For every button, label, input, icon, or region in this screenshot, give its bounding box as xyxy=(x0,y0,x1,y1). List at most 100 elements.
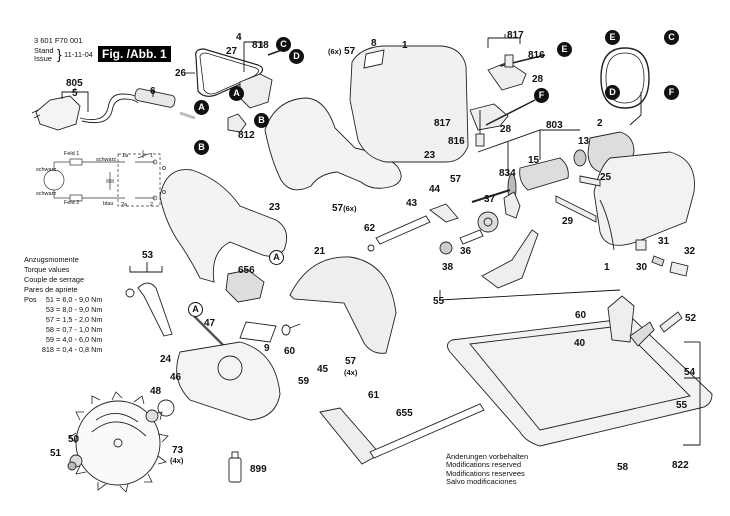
part-label-28: 28 xyxy=(500,124,512,135)
field-1-label: Feld 1 xyxy=(64,151,80,157)
part-label-44: 44 xyxy=(429,184,441,195)
part-label-812: 812 xyxy=(238,130,255,141)
part-label-816: 816 xyxy=(448,136,465,147)
torque-row: 59 = 4,0 - 6,0 Nm xyxy=(24,335,103,345)
torque-pos: 59 xyxy=(45,335,54,344)
connector-marker-c: C xyxy=(664,30,679,45)
terminal-1a: 1a xyxy=(122,153,129,159)
part-label-24: 24 xyxy=(160,354,172,365)
torque-row: 53 = 8,0 - 9,0 Nm xyxy=(24,305,103,315)
pos-label: Pos xyxy=(24,295,37,304)
torque-pos: 818 xyxy=(41,345,54,354)
part-label-57: 57 xyxy=(345,356,357,367)
part-label-36: 36 xyxy=(460,246,472,257)
torque-value: = 0,4 - 0,8 Nm xyxy=(56,345,103,354)
part-label-73: 73 xyxy=(172,445,184,456)
torque-title-de: Anzugsmomente xyxy=(24,255,79,264)
connector-marker-f: F xyxy=(664,85,679,100)
torque-value: = 4,0 - 6,0 Nm xyxy=(56,335,103,344)
part-label-23: 23 xyxy=(269,202,281,213)
torque-title-en: Torque values xyxy=(24,265,70,274)
part-label-52: 52 xyxy=(685,313,697,324)
quantity: (4x) xyxy=(170,456,184,465)
part-label-817: 817 xyxy=(507,30,524,41)
torque-value: = 0,7 - 1,0 Nm xyxy=(56,325,103,334)
part-label-45: 45 xyxy=(317,364,329,375)
notice-de: Änderungen vorbehalten xyxy=(446,452,529,461)
torque-values-table: Anzugsmomente Torque values Couple de se… xyxy=(24,255,102,355)
figure-label: Fig. /Abb. 1 xyxy=(98,46,171,62)
part-number: 57 xyxy=(344,46,356,57)
connector-marker-c: C xyxy=(276,37,291,52)
connector-marker-f: F xyxy=(534,88,549,103)
part-label-43: 43 xyxy=(406,198,418,209)
part-label-8: 8 xyxy=(371,38,377,49)
part-label-40: 40 xyxy=(574,338,586,349)
part-label-57-qty: (4x) xyxy=(344,367,357,378)
part-label-38: 38 xyxy=(442,262,454,273)
torque-value: = 6,0 - 9,0 Nm xyxy=(56,295,103,304)
torque-row: 818 = 0,4 - 0,8 Nm xyxy=(24,345,103,355)
notice-en: Modifications reserved xyxy=(446,460,522,470)
connector-marker-b: B xyxy=(194,140,209,155)
part-label-5: 5 xyxy=(72,88,78,99)
part-label-2: 2 xyxy=(597,118,603,129)
part-label-25: 25 xyxy=(600,172,612,183)
part-label-834: 834 xyxy=(499,168,516,179)
connector-marker-d: D xyxy=(289,49,304,64)
part-label-60: 60 xyxy=(575,310,587,321)
part-label-15: 15 xyxy=(528,155,540,166)
part-label-31: 31 xyxy=(658,236,670,247)
part-label-29: 29 xyxy=(562,216,574,227)
field-2-label: Feld 2 xyxy=(64,200,80,206)
part-label-28: 28 xyxy=(532,74,544,85)
part-label-1: 1 xyxy=(604,262,610,273)
part-label-50: 50 xyxy=(68,434,80,445)
part-label-899: 899 xyxy=(250,464,267,475)
torque-pos: 51 xyxy=(45,295,54,304)
part-label-57: 57 xyxy=(450,174,462,185)
part-label-32: 32 xyxy=(684,246,696,257)
wire-black-label: schwarz xyxy=(96,157,117,163)
part-label-57: (6x) 57 xyxy=(328,46,355,57)
quantity: (4x) xyxy=(344,368,358,377)
torque-value: = 1,5 - 2,0 Nm xyxy=(56,315,103,324)
part-label-51: 51 xyxy=(50,448,62,459)
part-number: 3 601 F70 001 xyxy=(34,36,83,45)
issue-label: Issue xyxy=(34,54,52,63)
modifications-notice: Änderungen vorbehalten Modifications res… xyxy=(446,452,529,487)
part-label-73-qty: (4x) xyxy=(170,455,183,466)
part-label-60: 60 xyxy=(284,346,296,357)
part-label-818: 818 xyxy=(252,40,269,51)
brace: } xyxy=(57,46,62,62)
wire-black-label: schwarz xyxy=(36,191,57,197)
stand-label: Stand xyxy=(34,46,54,55)
part-label-13: 13 xyxy=(578,136,590,147)
part-number: 57 xyxy=(332,203,344,214)
part-label-59: 59 xyxy=(298,376,310,387)
connector-marker-e: E xyxy=(605,30,620,45)
part-label-9: 9 xyxy=(264,343,270,354)
part-label-53: 53 xyxy=(142,250,154,261)
quantity: (6x) xyxy=(328,47,342,56)
notice-es: Salvo modificaciones xyxy=(446,477,517,487)
reference-marker-a: A xyxy=(188,302,203,317)
torque-row: 58 = 0,7 - 1,0 Nm xyxy=(24,325,103,335)
quantity: (6x) xyxy=(343,204,357,213)
connector-marker-d: D xyxy=(605,85,620,100)
torque-value: = 8,0 - 9,0 Nm xyxy=(56,305,103,314)
part-label-655: 655 xyxy=(396,408,413,419)
issue-date: 11-11-04 xyxy=(64,50,93,59)
part-label-656: 656 xyxy=(238,265,255,276)
part-label-1: 1 xyxy=(402,40,408,51)
torque-pos: 57 xyxy=(45,315,54,324)
terminal-1: 1 xyxy=(150,153,154,159)
part-label-21: 21 xyxy=(314,246,326,257)
part-label-57: 57(6x) xyxy=(332,203,356,214)
part-label-26: 26 xyxy=(175,68,187,79)
terminal-2a: 2a xyxy=(121,202,128,208)
part-label-30: 30 xyxy=(636,262,648,273)
part-label-46: 46 xyxy=(170,372,182,383)
torque-title-fr: Couple de serrage xyxy=(24,275,85,284)
part-label-61: 61 xyxy=(368,390,380,401)
